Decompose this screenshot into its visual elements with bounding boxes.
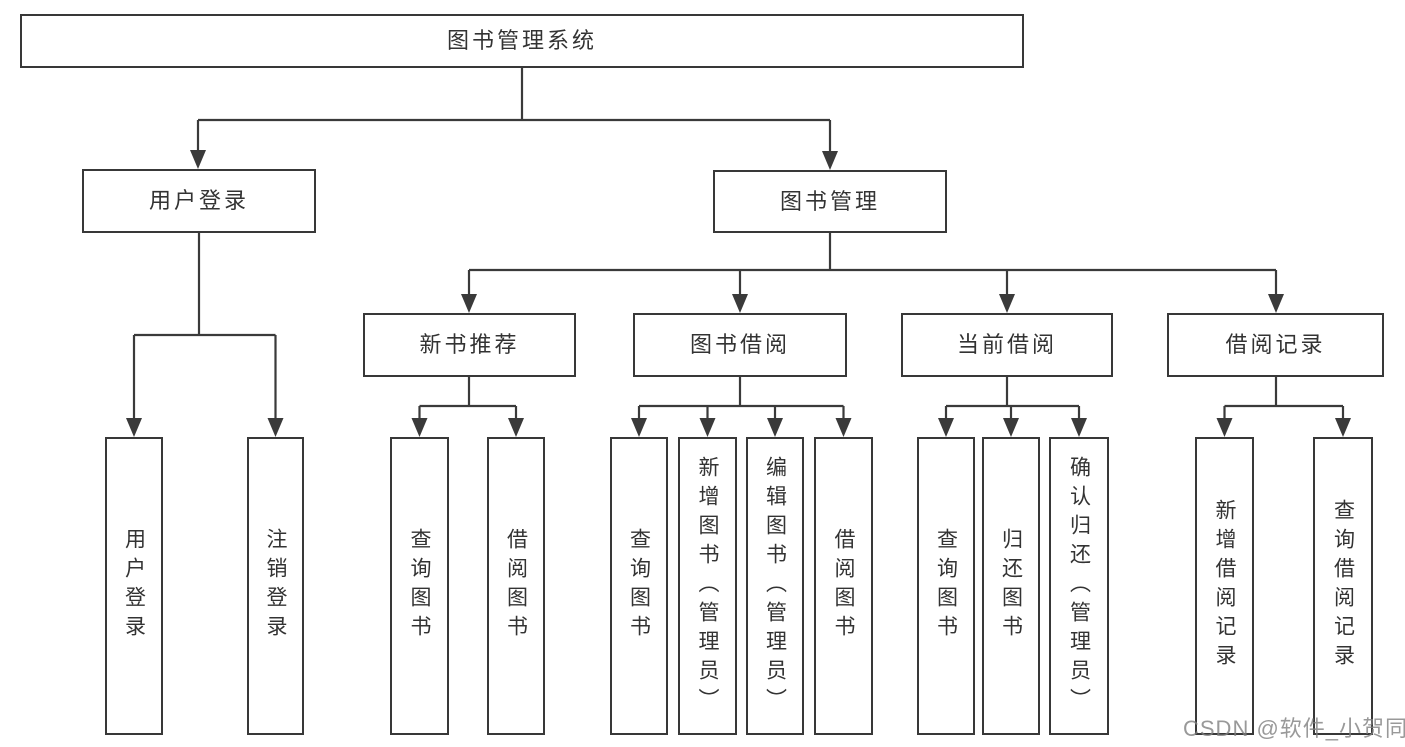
wire-book-borrow <box>637 377 845 420</box>
arrowhead <box>822 151 838 170</box>
arrowhead <box>938 418 954 437</box>
leaf-query-borrow-record: 查询借阅记录 <box>1313 437 1373 735</box>
arrowhead <box>190 150 206 169</box>
arrowhead <box>631 418 647 437</box>
wire-current-borrow <box>944 377 1081 420</box>
leaf-edit-books-admin: 编辑图书（管理员） <box>746 437 804 735</box>
leaf-query-books-recommend: 查询图书 <box>390 437 449 735</box>
wire-root <box>196 68 832 152</box>
arrowhead <box>699 418 716 437</box>
arrowhead <box>267 418 284 437</box>
arrowhead <box>1216 418 1233 437</box>
leaf-label: 查询借阅记录 <box>1331 499 1355 673</box>
arrowhead <box>508 418 524 437</box>
wire-borrow-records <box>1223 377 1345 420</box>
leaf-logout: 注销登录 <box>247 437 304 735</box>
node-new-book-recommend: 新书推荐 <box>363 313 576 377</box>
wire-user-login <box>132 233 277 420</box>
leaf-label: 用户登录 <box>122 528 146 644</box>
arrowhead <box>461 294 477 313</box>
arrowhead <box>126 418 142 437</box>
leaf-add-books-admin: 新增图书（管理员） <box>678 437 737 735</box>
leaf-return-books: 归还图书 <box>982 437 1040 735</box>
node-root: 图书管理系统 <box>20 14 1024 68</box>
leaf-label: 查询图书 <box>408 528 431 644</box>
arrowhead <box>999 294 1015 313</box>
node-book-management: 图书管理 <box>713 170 947 233</box>
arrowhead <box>1335 418 1351 437</box>
arrowhead <box>732 294 748 313</box>
csdn-watermark: CSDN @软件_小贺同学 <box>1183 716 1405 741</box>
leaf-label: 新增图书（管理员） <box>696 455 719 717</box>
leaf-user-login: 用户登录 <box>105 437 163 735</box>
node-current-borrow: 当前借阅 <box>901 313 1113 377</box>
arrowhead <box>1071 418 1087 437</box>
node-book-borrow: 图书借阅 <box>633 313 847 377</box>
arrowhead <box>835 418 852 437</box>
leaf-label: 归还图书 <box>999 528 1023 644</box>
wire-book-management <box>467 233 1278 296</box>
leaf-query-books-current: 查询图书 <box>917 437 975 735</box>
leaf-label: 确认归还（管理员） <box>1067 455 1091 717</box>
leaf-label: 借阅图书 <box>832 528 855 644</box>
wire-new-book <box>418 377 518 420</box>
node-user-login: 用户登录 <box>82 169 316 233</box>
leaf-label: 查询图书 <box>934 528 958 644</box>
arrowhead <box>1003 418 1019 437</box>
leaf-borrow-books: 借阅图书 <box>814 437 873 735</box>
arrowhead <box>767 418 783 437</box>
node-borrow-records: 借阅记录 <box>1167 313 1384 377</box>
leaf-label: 编辑图书（管理员） <box>763 455 787 717</box>
leaf-label: 查询图书 <box>627 528 651 644</box>
leaf-confirm-return-admin: 确认归还（管理员） <box>1049 437 1109 735</box>
leaf-label: 新增借阅记录 <box>1213 499 1236 673</box>
leaf-label: 借阅图书 <box>504 528 528 644</box>
leaf-query-books-borrow: 查询图书 <box>610 437 668 735</box>
leaf-label: 注销登录 <box>264 528 287 644</box>
arrowhead <box>1268 294 1284 313</box>
leaf-borrow-books-recommend: 借阅图书 <box>487 437 545 735</box>
leaf-add-borrow-record: 新增借阅记录 <box>1195 437 1254 735</box>
arrowhead <box>411 418 428 437</box>
